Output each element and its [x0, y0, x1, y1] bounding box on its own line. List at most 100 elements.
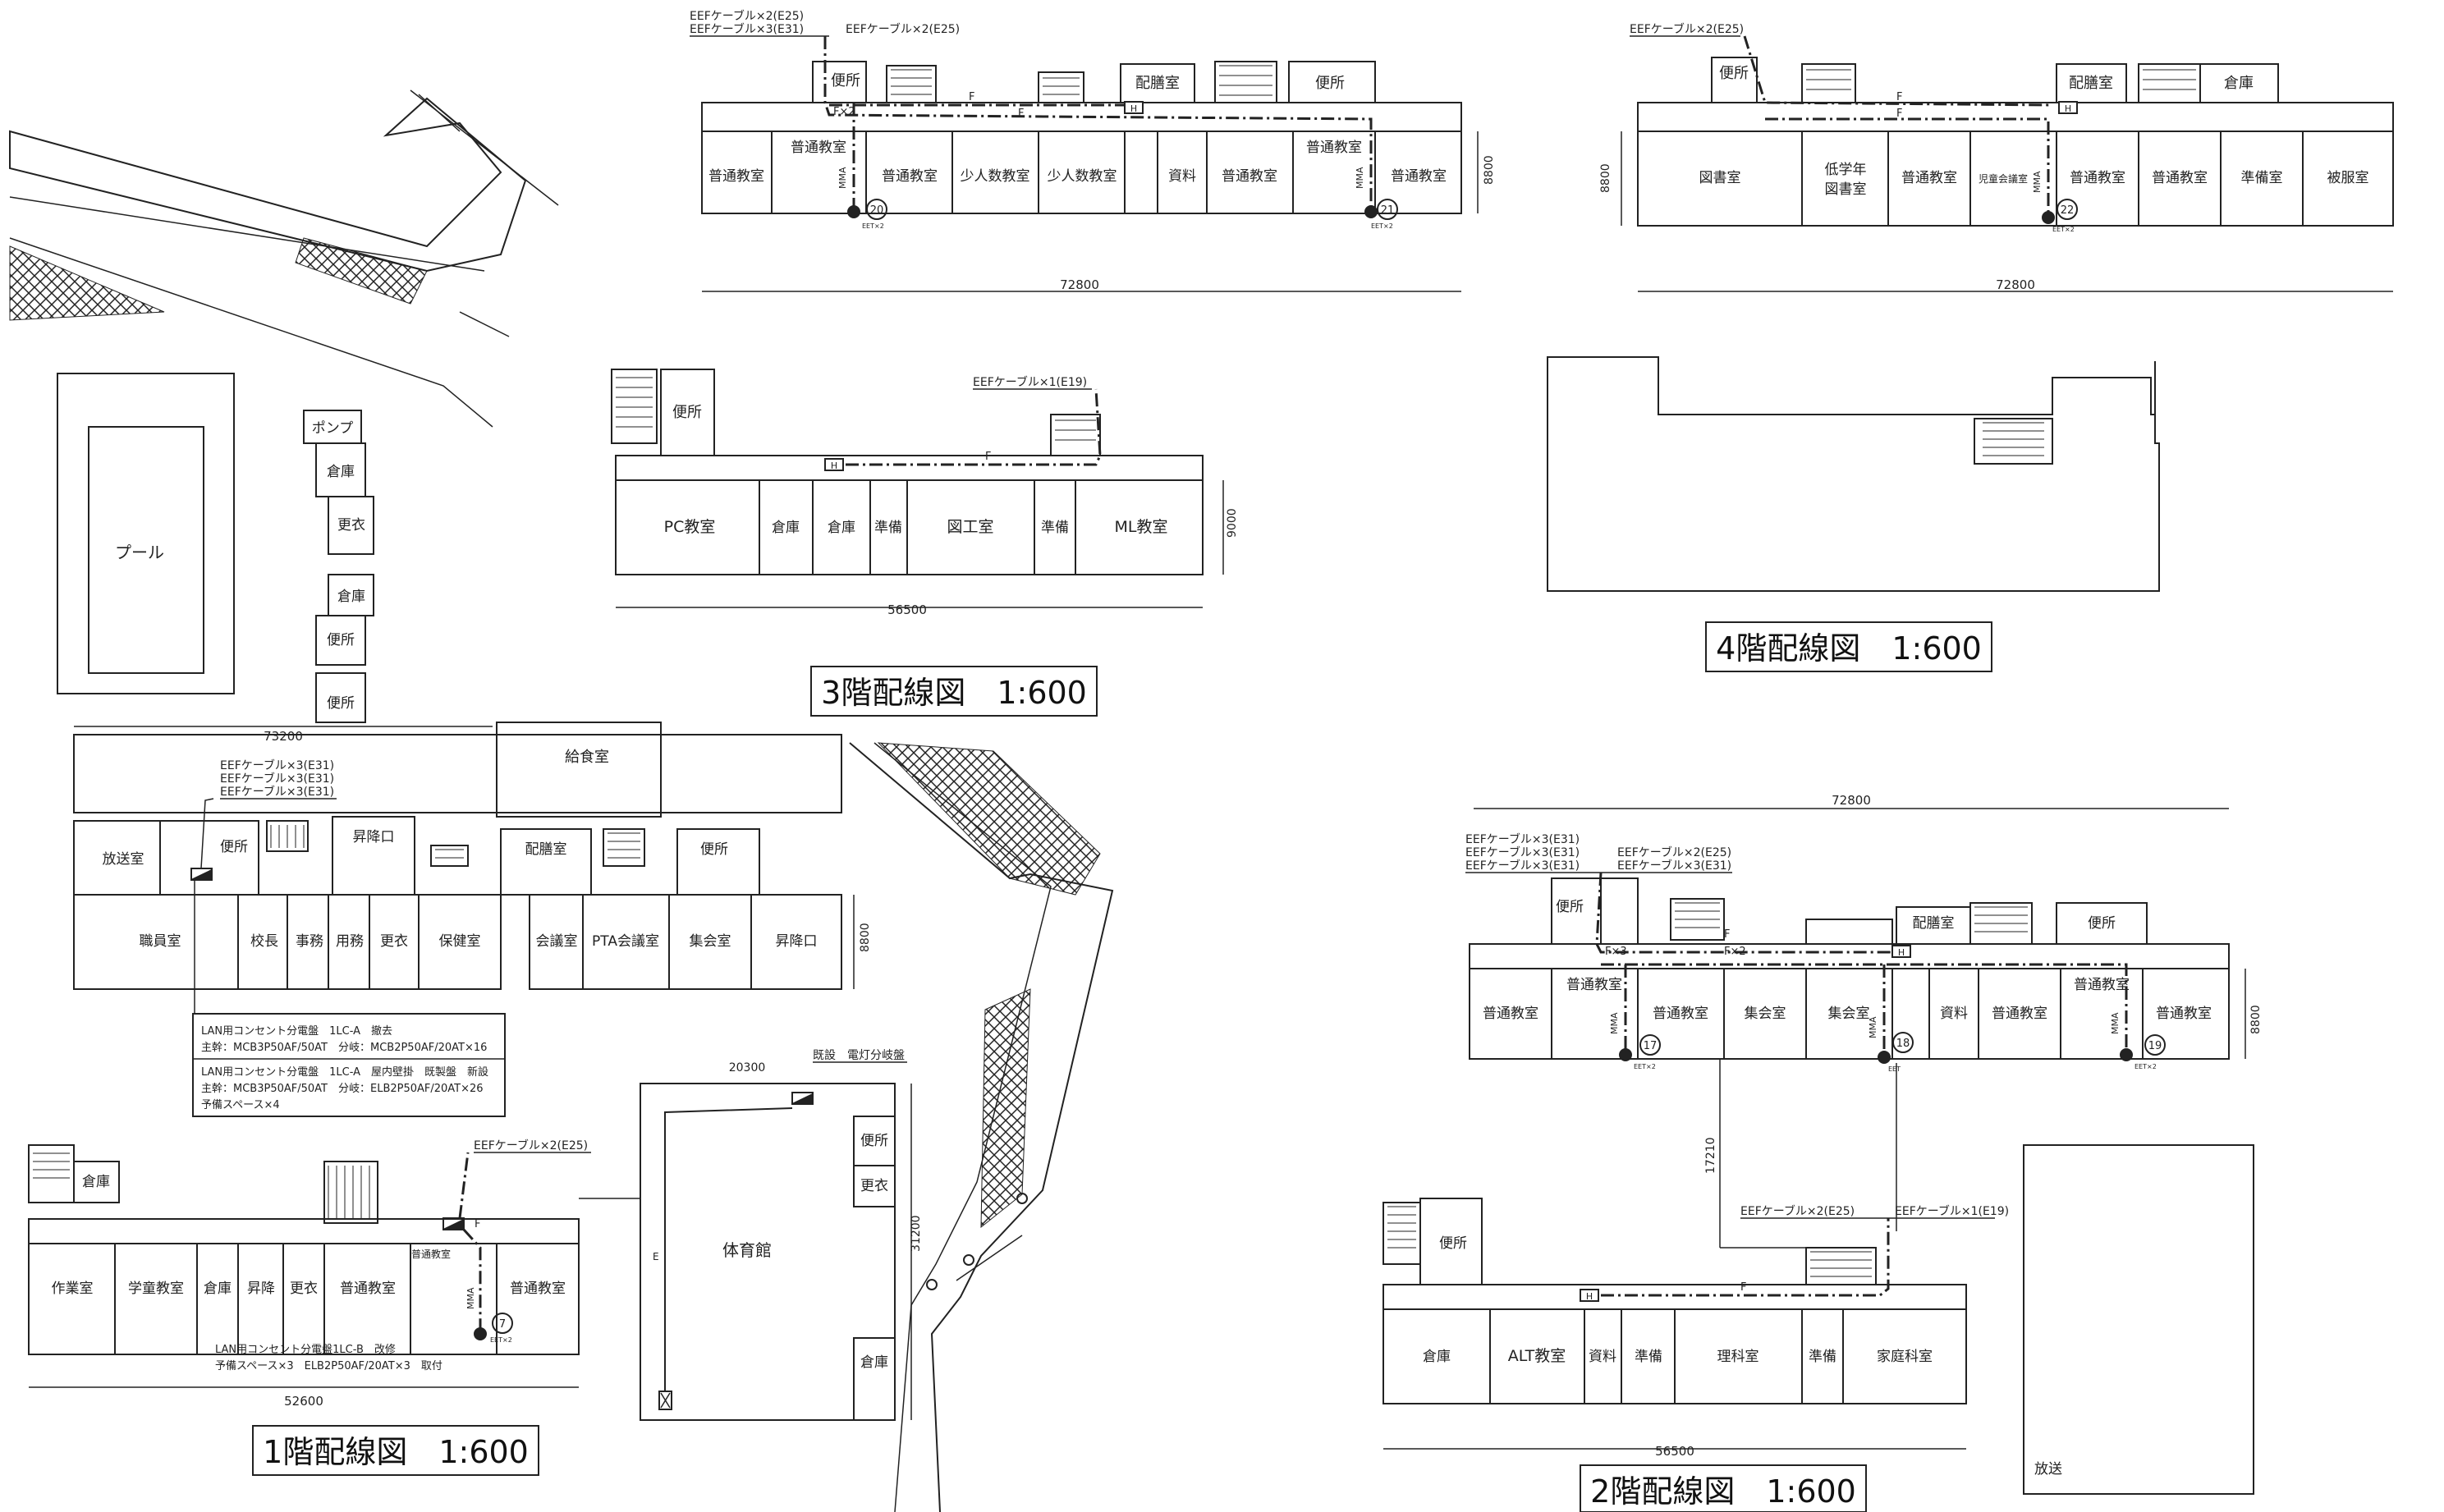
f1w-eet: EET×2 [490, 1336, 512, 1344]
svg-text:H: H [1898, 947, 1905, 958]
site-area: プール ポンプ 倉庫 更衣 倉庫 便所 便所 73200 [9, 89, 559, 744]
gym-room-locker: 更衣 [860, 1178, 888, 1194]
f3-cable-b: EEFケーブル×3(E31) [690, 22, 804, 36]
f1-room-broadcast: 放送室 [103, 851, 144, 868]
f2a-room-6: 準備 [1809, 1349, 1836, 1365]
f2a-room-7: 家庭科室 [1877, 1349, 1933, 1365]
gym-room-toilet: 便所 [860, 1133, 888, 1149]
f1-room-1: 職員室 [140, 933, 181, 950]
f3a-room-6: 準備 [1041, 520, 1069, 536]
floor1-title-box: 1階配線図 1:600 [252, 1425, 539, 1476]
floor3-title-box: 3階配線図 1:600 [810, 666, 1098, 717]
f1-note-3: LAN用コンセント分電盤 1LC-A 屋内壁掛 既製盤 新設 [201, 1065, 488, 1079]
f2-room-3: 普通教室 [1653, 1006, 1708, 1022]
f4-hub [2058, 101, 2078, 114]
f1-room-2: 校長 [250, 933, 278, 950]
f3a-room-7: ML教室 [1115, 518, 1168, 536]
f3-cable-c: EEFケーブル×2(E25) [846, 22, 960, 36]
f2-room-6: 資料 [1940, 1006, 1968, 1022]
f4-room-storage: 倉庫 [2224, 75, 2254, 92]
f1-room-10: 昇降口 [776, 933, 818, 950]
f2-cable-e: EEFケーブル×3(E31) [1617, 859, 1731, 873]
f2-eet-c: EET×2 [2134, 1063, 2157, 1070]
f3a-depth-dim: 9000 [1226, 508, 1239, 538]
floor4-title: 4階配線図 1:600 [1716, 630, 1982, 667]
f2-room-7: 普通教室 [1992, 1006, 2047, 1022]
f2-eet-a: EET×2 [1634, 1063, 1656, 1070]
f2-mma-b: MMA [1868, 1016, 1878, 1038]
f4-room-4: 児童会議室 [1979, 172, 2028, 185]
f3-room-serving: 配膳室 [1135, 75, 1180, 92]
f3-hub [1124, 101, 1144, 114]
f1w-room-storage: 倉庫 [82, 1174, 110, 1190]
f3-outlet-b: 21 [1381, 204, 1395, 217]
site-dim: 73200 [264, 729, 303, 744]
f2a-room-2: ALT教室 [1508, 1347, 1566, 1365]
f3a-room-toilet: 便所 [672, 404, 702, 421]
f2a-room-5: 理科室 [1717, 1349, 1759, 1365]
f2a-cable-b: EEFケーブル×1(E19) [1895, 1204, 2009, 1218]
f2-route-label-b: F×2 [1724, 946, 1746, 958]
site-room-storage-a: 倉庫 [327, 464, 355, 480]
svg-text:H: H [1130, 103, 1137, 114]
f3-room-7: 普通教室 [1222, 168, 1277, 185]
f3a-room-2: 倉庫 [772, 520, 800, 536]
f3-route-label-a: F×2 [833, 106, 855, 118]
f2a-width-dim: 56500 [1655, 1444, 1694, 1459]
f2-room-toilet-b: 便所 [2088, 915, 2116, 932]
f2-room-5: 集会室 [1828, 1006, 1870, 1022]
f2a-room-1: 倉庫 [1423, 1349, 1451, 1365]
road-embankment [849, 742, 1114, 1512]
f2-outlet-a: 17 [1644, 1040, 1658, 1052]
f3a-room-4: 準備 [874, 520, 902, 536]
f3a-route-label: F [985, 451, 991, 463]
f3-width-dim: 72800 [1060, 277, 1099, 292]
f2a-gym-label: 放送 [2034, 1461, 2062, 1478]
floor3-main-plan: EEFケーブル×2(E25) EEFケーブル×3(E31) EEFケーブル×2(… [690, 9, 1496, 292]
f3a-width-dim: 56500 [887, 603, 927, 617]
f4-cable: EEFケーブル×2(E25) [1630, 22, 1744, 36]
f3-route-label-b: F [969, 91, 974, 103]
f4-room-5: 普通教室 [2070, 170, 2125, 186]
f1-depth-dim: 8800 [859, 923, 872, 952]
f2a-room-3: 資料 [1589, 1349, 1616, 1365]
f4-width-dim: 72800 [1996, 277, 2035, 292]
f2-cable-d: EEFケーブル×2(E25) [1617, 845, 1731, 859]
f3-room-toilet-a: 便所 [831, 72, 860, 89]
f3a-room-5: 図工室 [947, 518, 993, 536]
f1w-route-label: F [475, 1218, 480, 1230]
f3-room-1: 普通教室 [708, 168, 764, 185]
f2-route-label-a: F×3 [1605, 946, 1627, 958]
f4-route-label-a: F [1896, 91, 1902, 103]
f2-mma-c: MMA [2110, 1012, 2121, 1034]
f1w-width-dim: 52600 [284, 1394, 323, 1409]
f2-width-dim: 72800 [1832, 793, 1871, 808]
svg-text:H: H [2065, 103, 2071, 114]
f1-room-5: 更衣 [380, 933, 408, 950]
f3a-cable: EEFケーブル×1(E19) [973, 375, 1087, 389]
site-room-toilet-b: 便所 [327, 695, 355, 712]
f4-depth-dim: 8800 [1599, 163, 1612, 193]
f2-room-toilet-a: 便所 [1556, 899, 1584, 915]
f2-room-1: 普通教室 [1483, 1006, 1538, 1022]
f1w-room-2: 学童教室 [128, 1281, 184, 1297]
f1-cable-a: EEFケーブル×3(E31) [220, 758, 334, 772]
f1-room-kitchen: 給食室 [565, 749, 609, 766]
f1-room-6: 保健室 [439, 933, 481, 950]
f3-route [823, 36, 1373, 209]
f3a-hub [824, 458, 844, 471]
floor4-plan: EEFケーブル×2(E25) 便所 配膳室 倉庫 図書室 低学年 図書室 普通教… [1547, 22, 2394, 592]
f4-room-2b: 図書室 [1825, 181, 1867, 198]
floor2-title: 2階配線図 1:600 [1590, 1473, 1856, 1510]
f3-room-8: 普通教室 [1306, 140, 1362, 156]
f1w-room-4: 昇降 [247, 1281, 275, 1297]
pool-outline [57, 373, 235, 694]
floor2-title-box: 2階配線図 1:600 [1580, 1464, 1867, 1512]
f1-room-toilet-b: 便所 [700, 841, 728, 858]
f2-cable-c: EEFケーブル×3(E31) [1465, 859, 1580, 873]
f1w-room-1: 作業室 [52, 1281, 94, 1297]
f1w-note-2: 予備スペース×3 ELB2P50AF/20AT×3 取付 [215, 1359, 442, 1372]
f3a-room-1: PC教室 [664, 518, 716, 536]
f3-room-toilet-b: 便所 [1315, 75, 1345, 92]
